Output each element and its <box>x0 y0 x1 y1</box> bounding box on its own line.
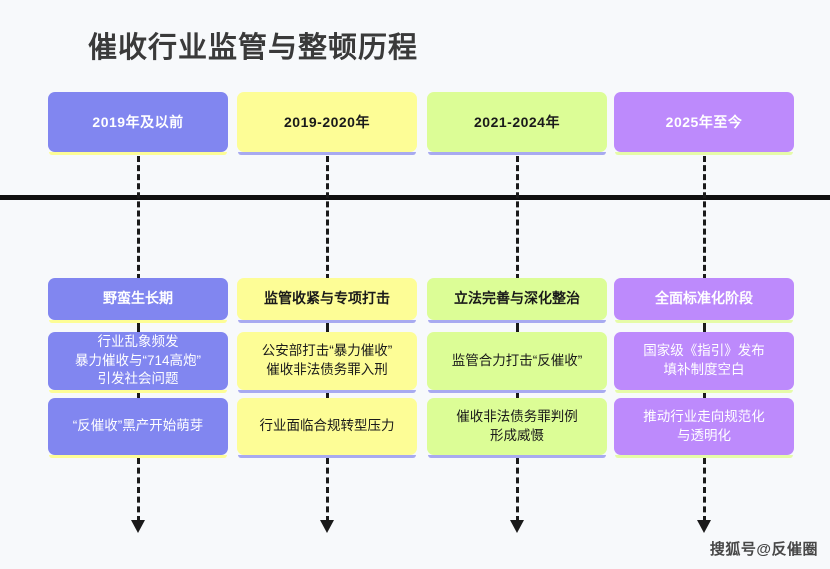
connector-line-segment <box>326 458 329 522</box>
timeline-columns: 2019年及以前野蛮生长期行业乱象频发暴力催收与“714高炮” 引发社会问题 “反催… <box>48 92 794 552</box>
timeline-card-line: 形成威慑 <box>490 427 544 443</box>
timeline-card-text: 催收非法债务罪判例形成威慑 <box>456 408 578 445</box>
connector-line-segment <box>703 458 706 522</box>
timeline-card[interactable]: 立法完善与深化整治 <box>427 278 607 320</box>
timeline-card-accent-strip <box>428 320 606 323</box>
timeline-card-accent-strip <box>428 455 606 458</box>
timeline-card-text: 监管合力打击“反催收” <box>452 352 583 371</box>
timeline-card-accent-strip <box>238 455 416 458</box>
period-header-accent-strip <box>428 152 606 155</box>
connector-line-to-axis <box>137 156 140 280</box>
timeline-card-text: 全面标准化阶段 <box>655 289 753 308</box>
arrow-down-icon <box>510 520 524 533</box>
connector-line-segment <box>137 393 140 398</box>
timeline-card[interactable]: 推动行业走向规范化与透明化 <box>614 398 794 455</box>
timeline-card-text: 野蛮生长期 <box>103 289 173 308</box>
timeline-card-line: 监管收紧与专项打击 <box>264 290 390 307</box>
arrow-down-icon <box>131 520 145 533</box>
connector-line-segment <box>137 458 140 522</box>
timeline-card-accent-strip <box>615 455 793 458</box>
connector-line-to-axis <box>703 156 706 280</box>
period-header-box[interactable]: 2025年至今 <box>614 92 794 152</box>
timeline-card-line: 国家级《指引》发布 <box>643 343 765 359</box>
timeline-card-line: 监管合力打击“反催收” <box>451 352 583 368</box>
connector-line-to-axis <box>326 156 329 280</box>
arrow-down-icon <box>697 520 711 533</box>
timeline-card-accent-strip <box>428 390 606 393</box>
timeline-card-line: “反催收”黑产开始萌芽 <box>72 418 204 434</box>
timeline-card-line: 催收非法债务罪判例 <box>456 408 578 424</box>
timeline-card-accent-strip <box>49 320 227 323</box>
timeline-card[interactable]: 监管收紧与专项打击 <box>237 278 417 320</box>
timeline-card-line: 催收非法债务罪入刑 <box>266 362 388 377</box>
timeline-card[interactable]: 全面标准化阶段 <box>614 278 794 320</box>
timeline-card[interactable]: “反催收”黑产开始萌芽 <box>48 398 228 455</box>
period-header-accent-strip <box>238 152 416 155</box>
timeline-card-text: 国家级《指引》发布填补制度空白 <box>643 342 765 379</box>
timeline-card[interactable]: 国家级《指引》发布填补制度空白 <box>614 332 794 390</box>
timeline-card-text: 行业乱象频发暴力催收与“714高炮” 引发社会问题 <box>75 333 201 389</box>
connector-line-segment <box>703 323 706 332</box>
timeline-card-line: 野蛮生长期 <box>103 290 173 307</box>
connector-line-segment <box>137 323 140 332</box>
arrow-down-icon <box>320 520 334 533</box>
timeline-card-line: 行业面临合规转型压力 <box>259 418 395 434</box>
timeline-card[interactable]: 野蛮生长期 <box>48 278 228 320</box>
timeline-card-text: 监管收紧与专项打击 <box>264 289 390 308</box>
period-header-box[interactable]: 2021-2024年 <box>427 92 607 152</box>
timeline-card-line: 填补制度空白 <box>663 362 745 377</box>
timeline-card-text: 立法完善与深化整治 <box>454 289 580 308</box>
timeline-card[interactable]: 行业面临合规转型压力 <box>237 398 417 455</box>
timeline-card-line: 行业乱象频发 <box>97 334 179 350</box>
connector-line-segment <box>516 323 519 332</box>
timeline-card-accent-strip <box>615 320 793 323</box>
timeline-card[interactable]: 行业乱象频发暴力催收与“714高炮” 引发社会问题 <box>48 332 228 390</box>
timeline-card-line: 与透明化 <box>677 427 731 443</box>
timeline-card-line: 立法完善与深化整治 <box>454 290 580 307</box>
timeline-card-line: 推动行业走向规范化 <box>643 408 765 424</box>
connector-line-segment <box>326 323 329 332</box>
timeline-card-line: 引发社会问题 <box>97 371 179 387</box>
timeline-card[interactable]: 监管合力打击“反催收” <box>427 332 607 390</box>
period-header-box[interactable]: 2019-2020年 <box>237 92 417 152</box>
connector-line-segment <box>516 393 519 398</box>
connector-line-to-axis <box>516 156 519 280</box>
timeline-card-accent-strip <box>49 390 227 393</box>
timeline-card-accent-strip <box>615 390 793 393</box>
timeline-card-line: 公安部打击“暴力催收” <box>261 343 393 359</box>
timeline-card-text: 公安部打击“暴力催收” 催收非法债务罪入刑 <box>262 342 393 379</box>
timeline-card[interactable]: 公安部打击“暴力催收” 催收非法债务罪入刑 <box>237 332 417 390</box>
timeline-card-accent-strip <box>238 390 416 393</box>
timeline-card-text: 推动行业走向规范化与透明化 <box>643 408 765 445</box>
connector-line-segment <box>516 458 519 522</box>
timeline-card-accent-strip <box>49 455 227 458</box>
period-header-accent-strip <box>615 152 793 155</box>
page-title: 催收行业监管与整顿历程 <box>88 32 419 64</box>
timeline-axis <box>0 195 830 200</box>
connector-line-segment <box>326 393 329 398</box>
timeline-card-line: 全面标准化阶段 <box>655 290 753 307</box>
timeline-card-text: 行业面临合规转型压力 <box>260 417 395 436</box>
connector-line-segment <box>703 393 706 398</box>
timeline-card-text: “反催收”黑产开始萌芽 <box>73 417 204 436</box>
watermark-label: 搜狐号@反催圈 <box>709 541 818 558</box>
period-header-accent-strip <box>49 152 227 155</box>
period-header-box[interactable]: 2019年及以前 <box>48 92 228 152</box>
timeline-card-accent-strip <box>238 320 416 323</box>
timeline-card[interactable]: 催收非法债务罪判例形成威慑 <box>427 398 607 455</box>
timeline-card-line: 暴力催收与“714高炮” <box>74 352 201 368</box>
